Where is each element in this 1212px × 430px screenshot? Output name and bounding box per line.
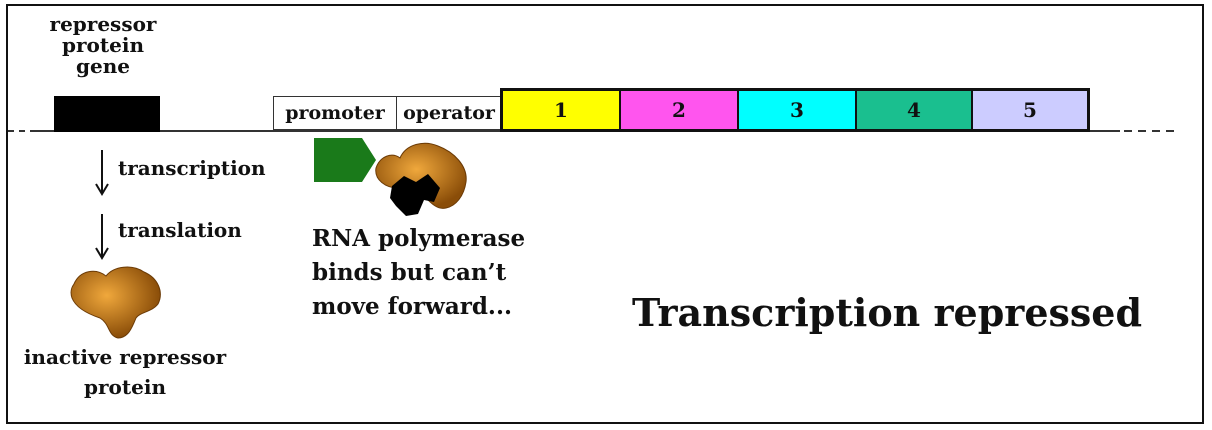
gene-segment-3: 3 [739,91,857,129]
inactive-repressor-protein-icon [70,266,161,339]
promoter-region: promoter [273,96,397,130]
repressor-gene-label: repressor protein gene [48,14,158,77]
gene-segment-label: 4 [907,98,921,122]
gene-segment-label: 2 [672,98,686,122]
gene-segment-5: 5 [973,91,1087,129]
gene-label-line-3: gene [76,54,130,78]
inactive-repressor-label: inactive repressor protein [14,342,236,402]
transcription-repressed-label: Transcription repressed [632,290,1143,335]
gene-segment-label: 3 [790,98,804,122]
translation-label: translation [118,218,242,242]
repressor-gene-box [54,96,160,132]
gene-label-line-2: protein [62,33,144,57]
inactive-label-line-1: inactive repressor [23,345,227,369]
gene-segment-label: 5 [1023,98,1037,122]
rna-polymerase-icon [314,138,376,182]
gene-segment-label: 1 [554,98,568,122]
gene-segment-2: 2 [621,91,739,129]
transcription-label: transcription [118,156,266,180]
gene-segment-1: 1 [503,91,621,129]
gene-segment-4: 4 [857,91,973,129]
rna-polymerase-caption: RNA polymerase binds but can’t move forw… [312,222,525,324]
rnap-caption-line-1: RNA polymerase [312,225,526,252]
gene-label-line-1: repressor [49,12,157,36]
diagram-frame [6,4,1204,424]
operator-region: operator [396,96,502,130]
rnap-caption-line-2: binds but can’t [312,259,507,286]
corepressor-icon [390,174,440,216]
inactive-label-line-2: protein [84,375,166,399]
structural-genes: 1 2 3 4 5 [500,88,1090,132]
transcription-arrow-icon [95,150,109,196]
translation-arrow-icon [95,214,109,260]
rnap-caption-line-3: move forward... [312,293,512,320]
